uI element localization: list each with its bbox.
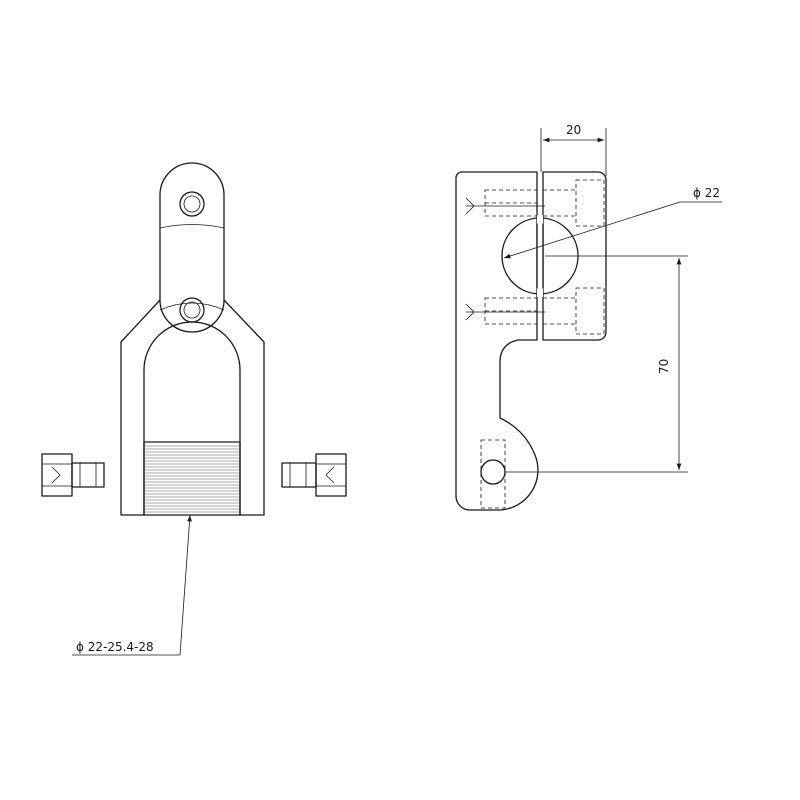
right-screw	[281, 453, 347, 497]
clamp-cap-outline	[542, 171, 607, 341]
height-dimension: 70	[505, 255, 688, 473]
lower-eye-boss	[159, 297, 225, 333]
bracket-outline	[455, 171, 539, 511]
height-dimension-text: 70	[657, 359, 671, 374]
front-view: ϕ 22-25.4-28	[41, 162, 347, 656]
left-screw	[41, 453, 105, 497]
lower-hidden-bolt	[465, 287, 605, 335]
width-dimension-text: 20	[566, 123, 581, 137]
width-dimension: 20	[540, 123, 607, 176]
diameter-callout: ϕ 22-25.4-28	[72, 514, 192, 656]
neck-line	[159, 224, 225, 229]
hole-diameter-text: ϕ 22	[693, 186, 720, 200]
pivot-hole	[480, 439, 506, 509]
hole-diameter-callout: ϕ 22	[503, 186, 722, 259]
diameter-callout-text: ϕ 22-25.4-28	[76, 640, 154, 654]
clamp-thread-area	[143, 441, 241, 516]
top-eye-hole	[179, 191, 205, 217]
side-view: 20 ϕ 22 70	[455, 123, 722, 511]
upper-hidden-bolt	[465, 179, 605, 227]
